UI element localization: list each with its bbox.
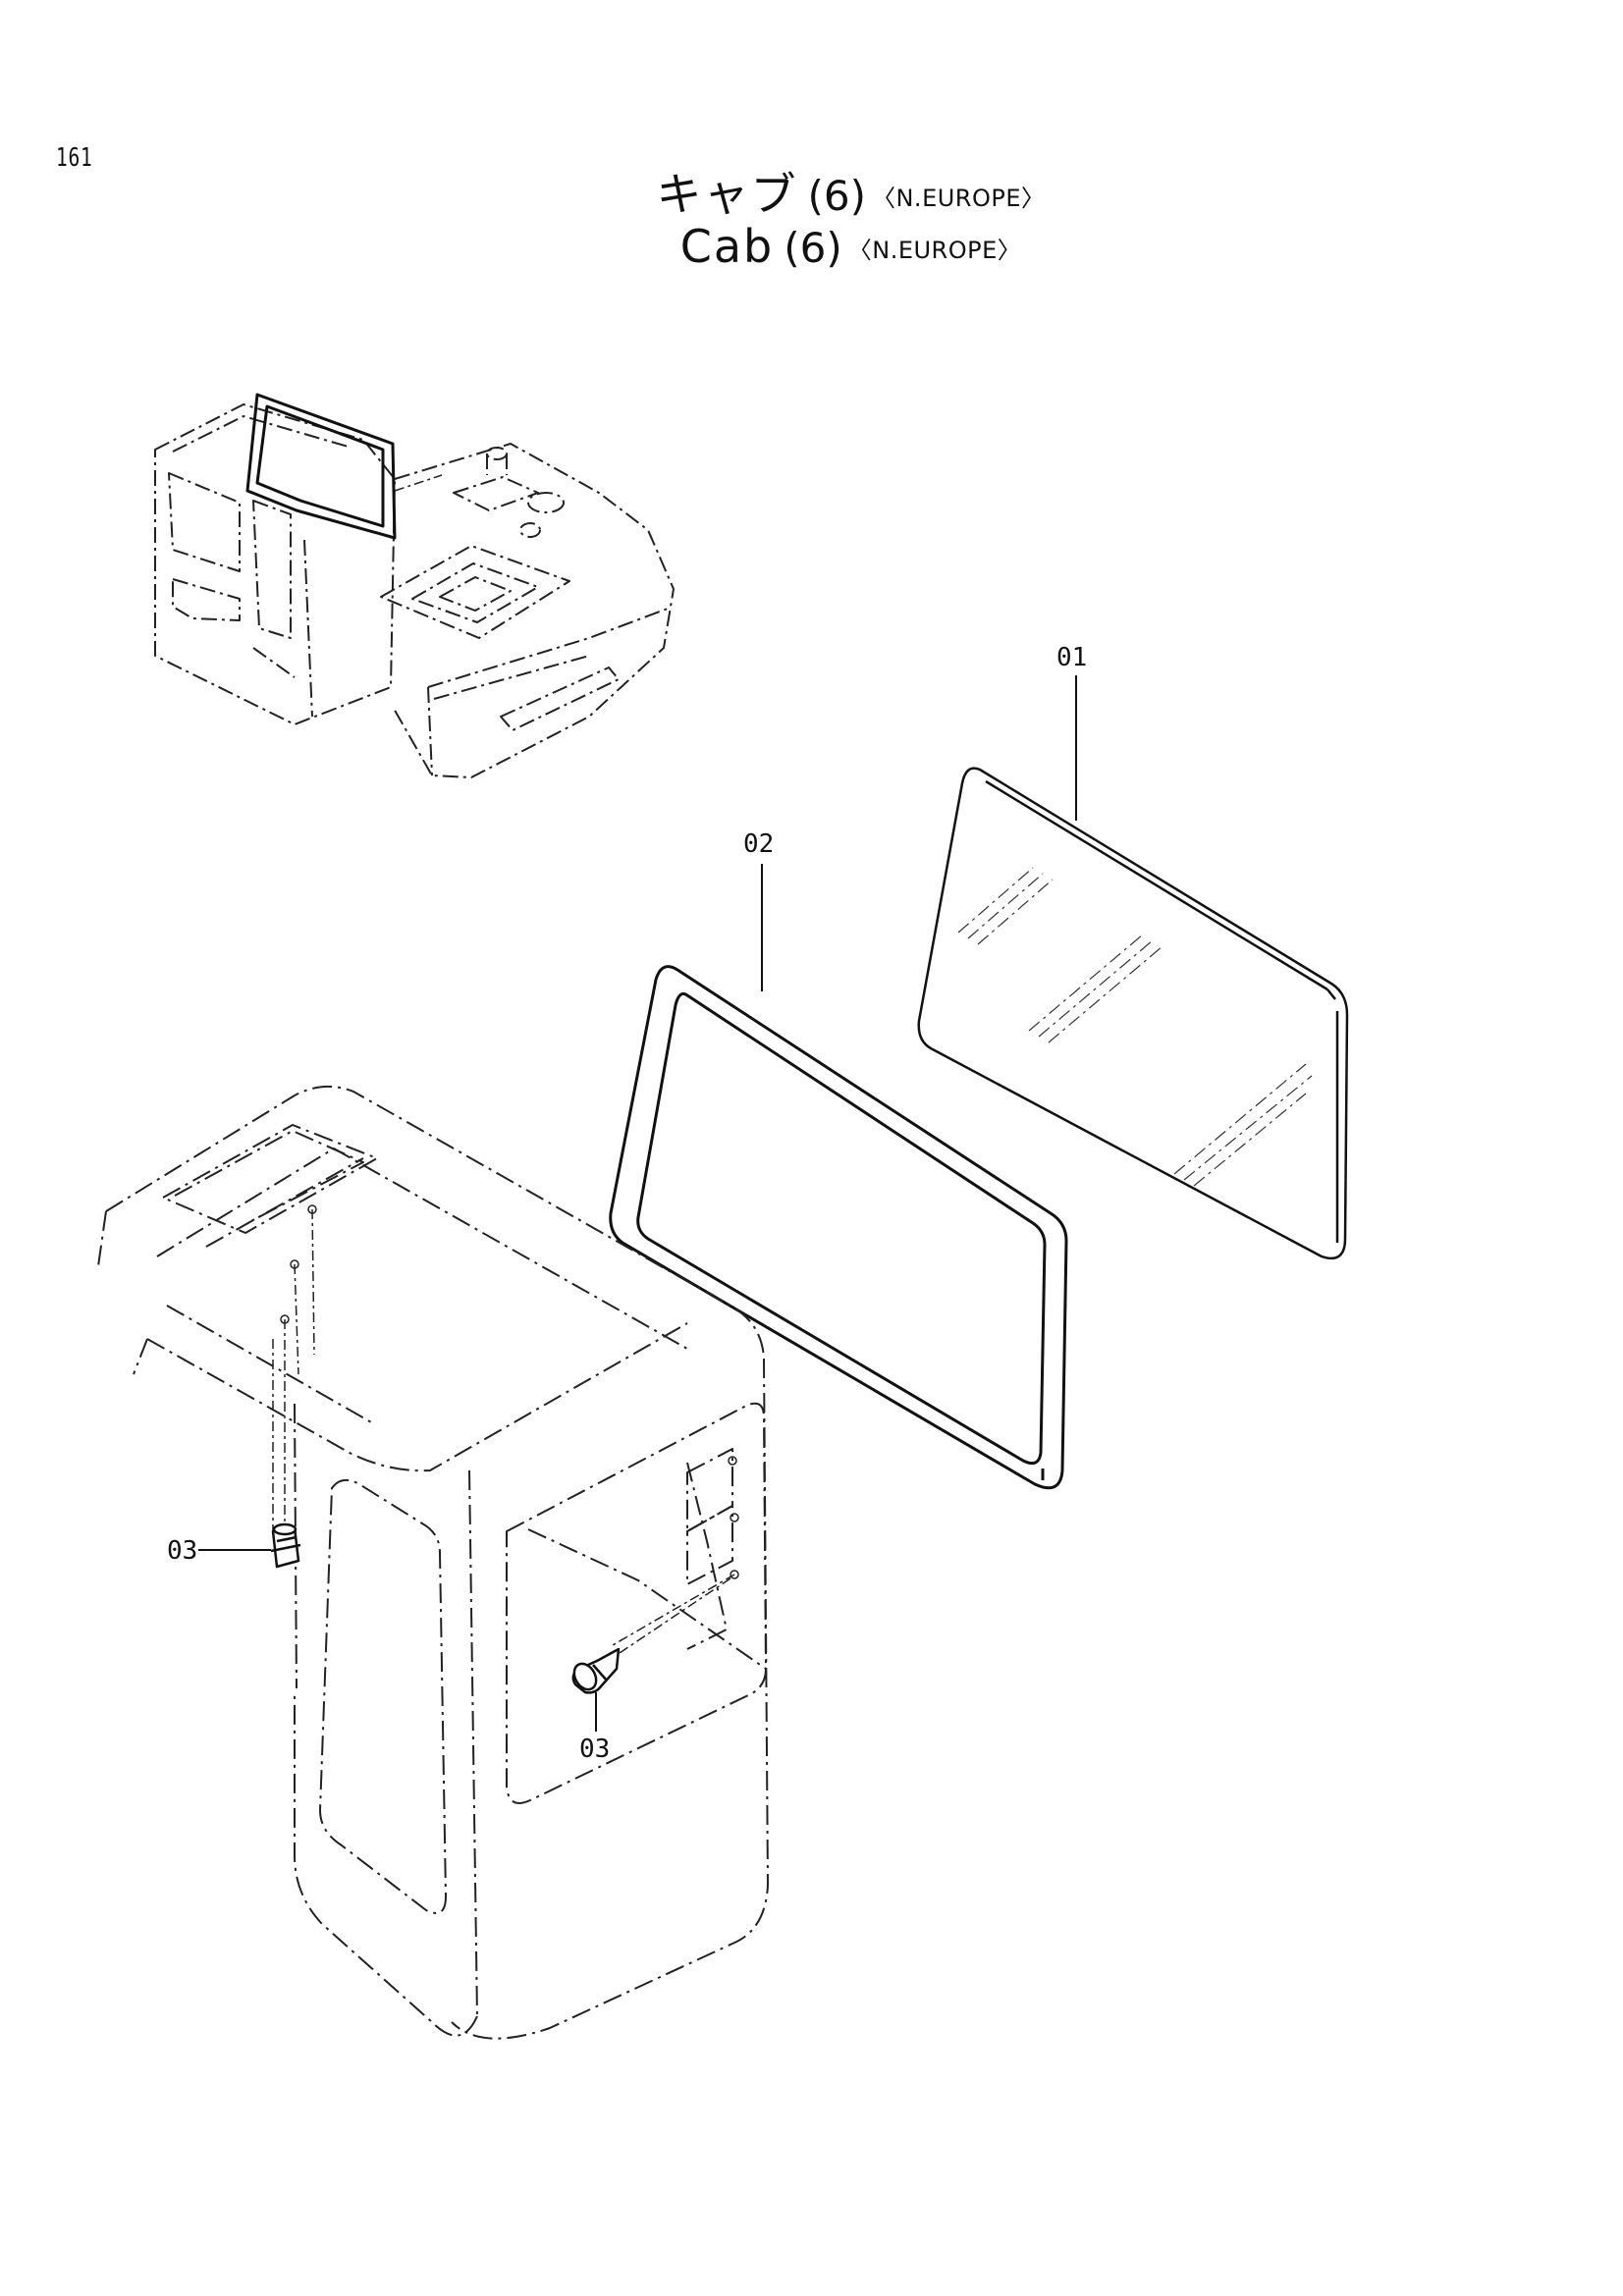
overview-window-highlight	[245, 393, 397, 540]
callout-leaders	[198, 675, 1077, 1732]
title-jp-region: 〈N.EUROPE〉	[871, 185, 1046, 212]
title-jp-main: キャブ	[656, 168, 798, 221]
title-en-number: (6)	[784, 224, 842, 272]
title-en-region: 〈N.EUROPE〉	[847, 237, 1022, 264]
bolt-leaders	[272, 1208, 735, 1656]
callout-03-right: 03	[579, 1735, 610, 1764]
callout-02: 02	[743, 829, 774, 859]
cab-body-phantom	[97, 1085, 769, 2040]
title-jp-number: (6)	[807, 172, 866, 220]
title-japanese: キャブ(6)〈N.EUROPE〉	[0, 159, 1623, 224]
glass-reflection-lines	[957, 867, 1313, 1187]
machine-overview	[154, 403, 675, 778]
part-02-seal	[609, 965, 1068, 1490]
title-en-main: Cab	[679, 220, 775, 273]
page-number: 161	[56, 143, 93, 173]
part-03-bolt-right	[571, 1647, 621, 1694]
part-01-glass	[917, 767, 1349, 1260]
title-english: Cab(6)〈N.EUROPE〉	[0, 220, 1623, 273]
overview-leader	[394, 474, 443, 492]
callout-01: 01	[1056, 643, 1087, 672]
callout-03-left: 03	[167, 1536, 197, 1566]
part-03-bolt-left	[270, 1522, 301, 1569]
bolt-holes	[280, 1204, 739, 1579]
